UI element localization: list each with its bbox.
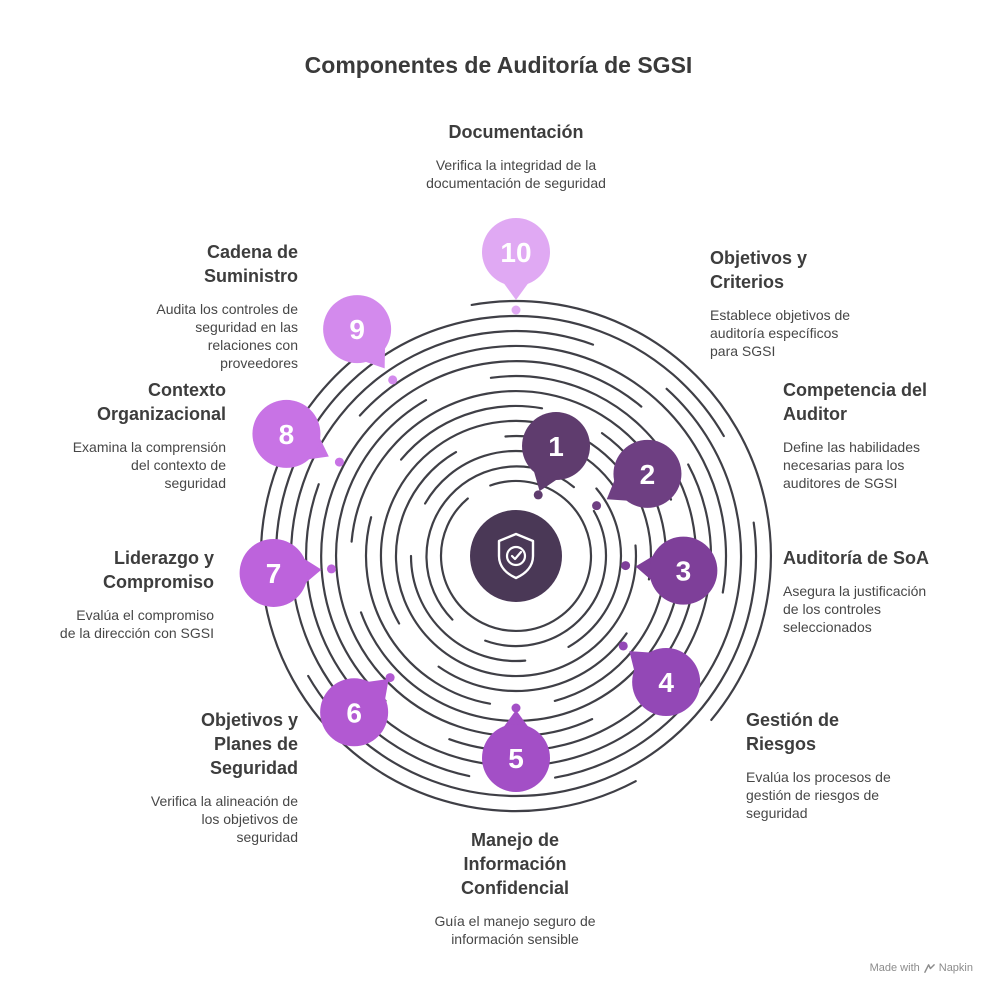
ring-arc	[364, 516, 492, 705]
node-pointer	[502, 710, 530, 730]
node-number: 5	[508, 743, 524, 774]
node-dot	[385, 673, 395, 683]
node-bubble	[320, 678, 389, 747]
node-bubble	[323, 295, 392, 364]
component-description: Asegura la justificación de los controle…	[783, 583, 927, 635]
component-title: Contexto Organizacional	[96, 380, 226, 424]
node-dot	[388, 375, 398, 385]
node-dot	[533, 490, 543, 500]
node-dot	[511, 305, 521, 315]
node-number: 4	[658, 667, 674, 698]
ring-arc	[359, 569, 682, 723]
footer-credit: Made with Napkin	[870, 962, 973, 974]
component-description: Evalúa el compromiso de la dirección con…	[59, 607, 214, 641]
node-number: 6	[346, 697, 362, 728]
node-bubble	[482, 218, 550, 286]
component-description: Evalúa los procesos de gestión de riesgo…	[746, 769, 891, 821]
component-title: Objetivos y Criterios	[710, 248, 808, 292]
node-dot	[326, 564, 336, 574]
ring-arc	[567, 487, 623, 648]
component-label-4: Gestión de Riesgos Evalúa los procesos d…	[746, 708, 966, 822]
center-circle	[470, 510, 562, 602]
napkin-logo-icon	[923, 963, 935, 973]
node-number: 3	[676, 556, 692, 587]
component-description: Audita los controles de seguridad en las…	[156, 301, 298, 371]
component-description: Verifica la alineación de los objetivos …	[150, 793, 298, 845]
node-dot	[592, 501, 602, 511]
component-label-6: Objetivos y Planes de Seguridad Verifica…	[78, 708, 298, 846]
node-number: 10	[500, 237, 531, 268]
component-label-8: Contexto Organizacional Examina la compr…	[26, 378, 226, 492]
component-title: Objetivos y Planes de Seguridad	[200, 710, 298, 778]
component-title: Manejo de Información Confidencial	[460, 830, 569, 898]
component-label-5: Manejo de Información Confidencial Guía …	[384, 828, 646, 948]
ring-arc	[437, 632, 628, 693]
ring-arc	[409, 554, 527, 663]
component-label-3: Auditoría de SoA Asegura la justificació…	[783, 546, 983, 636]
component-title: Competencia del Auditor	[783, 380, 928, 424]
node-bubble	[239, 538, 308, 607]
ring-arc	[307, 521, 758, 798]
component-label-10: Documentación Verifica la integridad de …	[366, 120, 666, 192]
shield-check-icon	[497, 532, 535, 580]
node-dot	[511, 703, 521, 713]
ring-arc	[554, 387, 743, 779]
node-bubble	[522, 412, 591, 481]
ring-arc	[394, 451, 638, 678]
node-bubble	[252, 399, 321, 468]
component-description: Define las habilidades necesarias para l…	[783, 439, 920, 491]
page-title: Componentes de Auditoría de SGSI	[304, 52, 693, 78]
component-label-9: Cadena de Suministro Audita los controle…	[98, 240, 298, 372]
ring-arc	[274, 314, 725, 591]
component-description: Guía el manejo seguro de información sen…	[434, 913, 596, 947]
node-number: 8	[279, 419, 295, 450]
ring-arc	[320, 360, 643, 702]
component-label-1: Objetivos y Criterios Establece objetivo…	[710, 246, 950, 360]
ring-arc	[400, 404, 544, 461]
node-bubble	[632, 647, 701, 716]
node-bubble	[482, 724, 550, 792]
component-label-2: Competencia del Auditor Define las habil…	[783, 378, 983, 492]
node-number: 9	[349, 314, 365, 345]
component-description: Examina la comprensión del contexto de s…	[72, 439, 226, 491]
component-description: Establece objetivos de auditoría específ…	[710, 307, 851, 359]
ring-arc	[358, 344, 728, 594]
component-title: Auditoría de SoA	[783, 548, 930, 568]
node-bubble	[649, 536, 718, 605]
component-title: Gestión de Riesgos	[746, 710, 840, 754]
ring-arc	[439, 479, 593, 632]
node-dot	[334, 457, 344, 467]
node-number: 7	[266, 558, 282, 589]
ring-arc	[470, 299, 772, 721]
node-bubble	[613, 439, 682, 508]
ring-arc	[484, 509, 608, 648]
component-title: Documentación	[448, 122, 584, 142]
component-label-7: Liderazgo y Compromiso Evalúa el comprom…	[14, 546, 214, 642]
brand-label: Napkin	[938, 962, 973, 974]
node-dot	[618, 641, 628, 651]
component-title: Cadena de Suministro	[203, 242, 298, 286]
component-title: Liderazgo y Compromiso	[102, 548, 214, 592]
node-number: 2	[640, 459, 656, 490]
component-description: Verifica la integridad de la documentaci…	[426, 157, 606, 191]
node-dot	[621, 561, 631, 571]
node-number: 1	[548, 431, 564, 462]
node-pointer	[502, 280, 530, 300]
made-with-label: Made with	[869, 962, 920, 974]
